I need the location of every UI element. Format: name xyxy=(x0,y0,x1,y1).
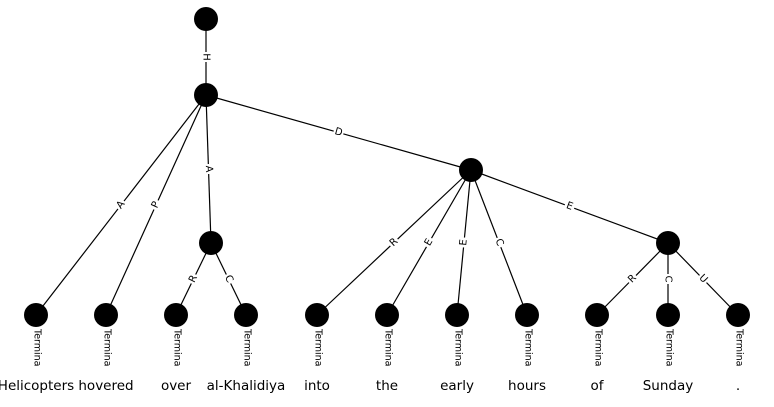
node-w11 xyxy=(726,303,750,327)
token-word: the xyxy=(376,378,398,394)
edges-layer xyxy=(35,19,739,316)
edge-label-de-w11: U xyxy=(695,270,712,287)
terminal-label: Termina xyxy=(242,328,253,367)
edge-label-d-w5: R xyxy=(385,233,402,251)
edge-label-h-w1: A xyxy=(112,196,129,213)
terminal-label: Termina xyxy=(734,328,745,367)
terminal-label: Termina xyxy=(453,328,464,367)
edge-label-text: D xyxy=(333,126,344,139)
node-w2 xyxy=(94,303,118,327)
edge-label-text: E xyxy=(458,239,470,246)
edge-label-text: C xyxy=(222,273,235,284)
node-top xyxy=(194,7,218,31)
edge-label-text: H xyxy=(201,53,212,61)
edge-label-a-w4: C xyxy=(220,271,237,287)
node-h xyxy=(194,83,218,107)
token-word: early xyxy=(440,378,474,394)
edge-label-d-de: E xyxy=(562,198,577,214)
edge-label-text: C xyxy=(493,237,506,247)
token-word: al-Khalidiya xyxy=(207,378,286,394)
token-word: Helicopters xyxy=(0,378,74,394)
edge-label-h-a: A xyxy=(202,163,216,175)
terminal-label: Termina xyxy=(593,328,604,367)
token-word: hovered xyxy=(78,378,133,394)
terminal-label: Termina xyxy=(313,328,324,367)
node-d xyxy=(459,158,483,182)
edge-label-h-w2: P xyxy=(147,197,164,213)
node-w6 xyxy=(375,303,399,327)
token-word: over xyxy=(161,378,192,394)
edge-label-text: R xyxy=(187,273,200,284)
nodes-layer xyxy=(24,7,750,327)
edge-label-text: A xyxy=(203,165,214,172)
token-word: hours xyxy=(508,378,546,394)
token-word: Sunday xyxy=(643,378,694,394)
terminal-label: Termina xyxy=(383,328,394,367)
edge-label-text: C xyxy=(663,276,674,283)
node-w5 xyxy=(305,303,329,327)
node-w1 xyxy=(24,303,48,327)
node-w4 xyxy=(234,303,258,327)
edge-label-text: P xyxy=(150,200,163,210)
edge-label-h-d: D xyxy=(332,124,346,140)
edge-label-de-w9: R xyxy=(624,270,641,287)
token-word: of xyxy=(590,378,604,394)
token-word: . xyxy=(736,378,740,394)
edge-label-a-w3: R xyxy=(185,271,202,287)
node-w7 xyxy=(445,303,469,327)
edge-label-text: E xyxy=(565,200,575,213)
edge-labels-layer: H A P A D R C R E E C E R C U xyxy=(112,52,712,287)
edge-label-de-w10: C xyxy=(662,274,675,284)
node-w3 xyxy=(164,303,188,327)
terminal-label: Termina xyxy=(172,328,183,367)
terminal-label: Termina xyxy=(102,328,113,367)
node-w10 xyxy=(656,303,680,327)
node-w8 xyxy=(515,303,539,327)
node-w9 xyxy=(585,303,609,327)
terminal-label: Termina xyxy=(32,328,43,367)
node-de xyxy=(656,231,680,255)
edge-label-text: E xyxy=(423,237,436,248)
edge-label-d-w6: E xyxy=(420,234,437,250)
edge-label-d-w8: C xyxy=(491,235,508,250)
edge-label-top-h: H xyxy=(200,52,213,62)
terminal-label: Termina xyxy=(664,328,675,367)
token-word: into xyxy=(304,378,330,394)
terminal-label: Termina xyxy=(523,328,534,367)
edge-label-d-w7: E xyxy=(456,236,471,249)
node-a xyxy=(199,231,223,255)
